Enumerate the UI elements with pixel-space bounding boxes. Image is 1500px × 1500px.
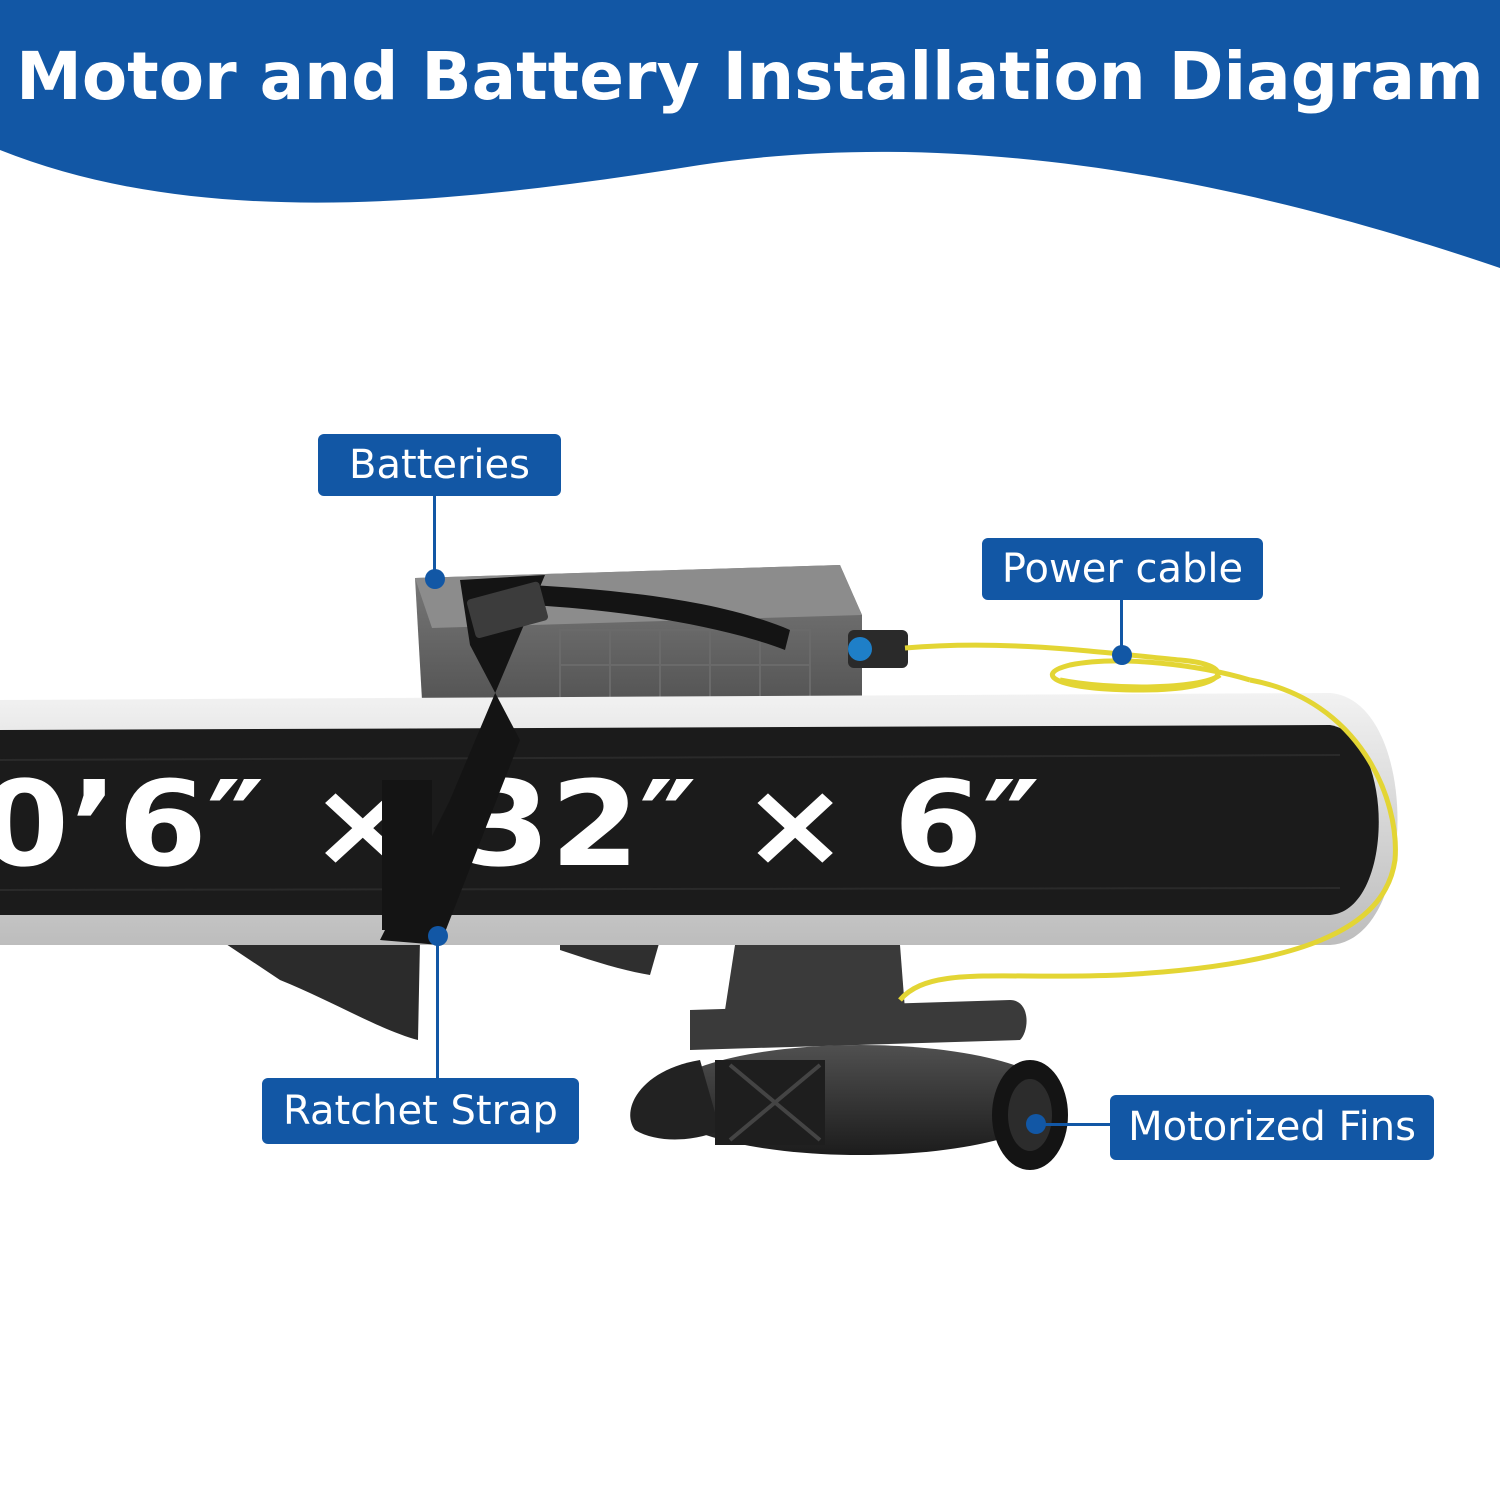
callout-batteries: Batteries (318, 434, 561, 496)
fin-mount (725, 945, 905, 1010)
callout-motorized-fins: Motorized Fins (1110, 1095, 1434, 1160)
page-title: Motor and Battery Installation Diagram (16, 38, 1484, 115)
callout-power-cable-leader (1120, 600, 1123, 652)
keel-fin (220, 940, 420, 1040)
motor-pod (630, 1000, 1068, 1170)
side-fin (560, 940, 660, 975)
board-size-marking: 0’6″ × 32″ × 6″ (0, 755, 1040, 893)
callout-power-cable: Power cable (982, 538, 1263, 600)
header-banner (0, 0, 1500, 268)
battery-connector (848, 630, 908, 668)
callout-batteries-leader (433, 496, 436, 576)
header-wave-shape (0, 0, 1500, 268)
callout-ratchet-strap: Ratchet Strap (262, 1078, 579, 1144)
paddle-board (0, 693, 1398, 945)
callout-ratchet-strap-leader (436, 936, 439, 1078)
ratchet-strap (380, 575, 790, 945)
callout-motorized-fins-leader (1036, 1123, 1110, 1126)
callout-batteries-dot (425, 569, 445, 589)
callout-power-cable-dot (1112, 645, 1132, 665)
